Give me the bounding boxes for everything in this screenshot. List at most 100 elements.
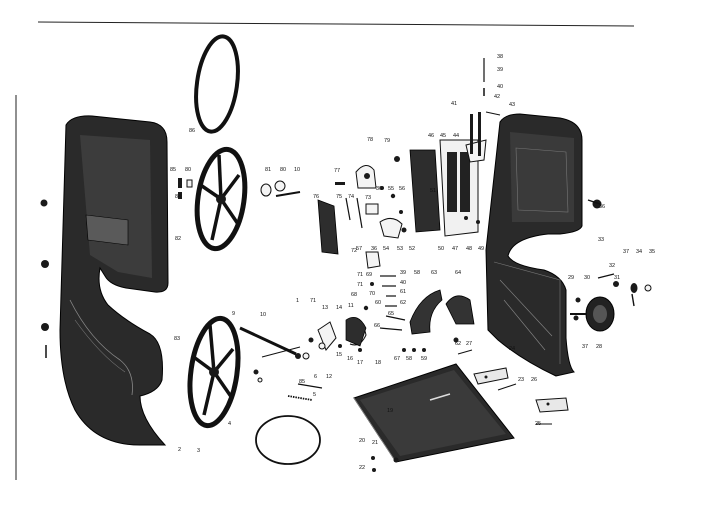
- trunnions: [409, 289, 475, 335]
- callout-c-22: 22: [359, 465, 365, 471]
- callout-c-82: 82: [175, 236, 181, 242]
- callout-c-37b: 37: [582, 344, 588, 350]
- callout-c-34: 34: [636, 249, 642, 255]
- callout-c-58b: 58: [406, 356, 412, 362]
- callout-c-4: 4: [228, 421, 231, 427]
- callout-c-36c: 36: [599, 204, 605, 210]
- callout-c-62b: 62: [455, 341, 461, 347]
- callout-c-57: 57: [356, 246, 362, 252]
- callout-c-65: 65: [388, 311, 394, 317]
- center-small-parts: [345, 275, 426, 352]
- callout-c-28: 28: [596, 344, 602, 350]
- callout-c-21: 21: [372, 440, 378, 446]
- callout-c-6: 6: [314, 374, 317, 380]
- callout-c-42: 42: [494, 94, 500, 100]
- hub-parts-upper: [178, 178, 193, 199]
- callout-c-77: 77: [334, 168, 340, 174]
- axle-parts-upper: [260, 180, 301, 197]
- callout-c-80b: 80: [280, 167, 286, 173]
- callout-c-15: 15: [336, 352, 342, 358]
- callout-c-9: 9: [232, 311, 235, 317]
- callout-c-52: 52: [409, 246, 415, 252]
- blade-guard-parts: [409, 139, 487, 237]
- tilt-hardware: [597, 273, 652, 307]
- callout-c-40b: 40: [400, 280, 406, 286]
- callout-c-49: 49: [478, 246, 484, 252]
- callout-c-63: 63: [431, 270, 437, 276]
- callout-c-50: 50: [438, 246, 444, 252]
- callout-c-29: 29: [568, 275, 574, 281]
- callout-c-38: 38: [497, 54, 503, 60]
- callout-c-64: 64: [455, 270, 461, 276]
- callout-c-53: 53: [397, 246, 403, 252]
- callout-c-13: 13: [322, 305, 328, 311]
- callout-c-44: 44: [453, 133, 459, 139]
- tension-knob: [587, 199, 602, 209]
- callout-c-83: 83: [174, 336, 180, 342]
- callout-c-10b: 10: [260, 312, 266, 318]
- callout-c-20: 20: [359, 438, 365, 444]
- belt-86: [194, 34, 240, 134]
- callout-c-36a: 36: [376, 186, 382, 192]
- callout-c-11: 11: [348, 303, 354, 309]
- belt-lower: [255, 415, 321, 465]
- callout-c-81: 81: [265, 167, 271, 173]
- work-table: [353, 363, 552, 472]
- top-border-line: [37, 21, 635, 27]
- callout-c-35: 35: [649, 249, 655, 255]
- callout-c-30: 30: [584, 275, 590, 281]
- callout-c-27: 27: [466, 341, 472, 347]
- callout-c-45: 45: [440, 133, 446, 139]
- callout-c-67: 67: [394, 356, 400, 362]
- callout-c-39b: 39: [400, 270, 406, 276]
- upper-guide-assembly: [317, 156, 407, 269]
- callout-c-68: 68: [351, 292, 357, 298]
- left-wheel-cover: [59, 115, 169, 446]
- callout-c-71a: 71: [357, 272, 363, 278]
- callout-c-85b: 85: [299, 379, 305, 385]
- callout-c-1: 1: [296, 298, 299, 304]
- callout-c-66: 66: [374, 323, 380, 329]
- callout-c-47: 47: [452, 246, 458, 252]
- callout-c-71c: 71: [310, 298, 316, 304]
- callout-c-18: 18: [375, 360, 381, 366]
- callout-c-3: 3: [197, 448, 200, 454]
- callout-c-33: 33: [598, 237, 604, 243]
- lower-wheel: [187, 315, 241, 429]
- callout-c-2: 2: [178, 447, 181, 453]
- upper-wheel: [194, 146, 248, 252]
- callout-c-71b: 71: [357, 282, 363, 288]
- callout-c-58: 58: [414, 270, 420, 276]
- callout-c-39: 39: [497, 67, 503, 73]
- callout-c-10a: 10: [294, 167, 300, 173]
- callout-c-56: 56: [399, 186, 405, 192]
- callout-c-41: 41: [451, 101, 457, 107]
- callout-c-60: 60: [375, 300, 381, 306]
- callout-c-80: 80: [185, 167, 191, 173]
- callout-c-74: 74: [348, 194, 354, 200]
- callout-c-5: 5: [313, 392, 316, 398]
- callout-c-76: 76: [313, 194, 319, 200]
- callout-c-54: 54: [383, 246, 389, 252]
- table-blocks: [453, 337, 569, 413]
- callout-c-24: 24: [509, 346, 515, 352]
- callout-c-55: 55: [388, 186, 394, 192]
- callout-c-14: 14: [336, 305, 342, 311]
- axle-parts-lower: [239, 326, 323, 401]
- left-screws: [40, 199, 49, 358]
- callout-c-61: 61: [400, 289, 406, 295]
- callout-c-86: 86: [189, 128, 195, 134]
- guide-rods: [470, 58, 501, 156]
- callout-c-59: 59: [421, 356, 427, 362]
- callout-c-48: 48: [466, 246, 472, 252]
- callout-c-46: 46: [428, 133, 434, 139]
- callout-c-40: 40: [497, 84, 503, 90]
- callout-c-17: 17: [357, 360, 363, 366]
- callout-c-62: 62: [400, 300, 406, 306]
- callout-c-79: 79: [384, 138, 390, 144]
- callout-c-43: 43: [509, 102, 515, 108]
- callout-c-84: 84: [175, 194, 181, 200]
- callout-c-25: 25: [535, 421, 541, 427]
- callout-c-37a: 37: [623, 249, 629, 255]
